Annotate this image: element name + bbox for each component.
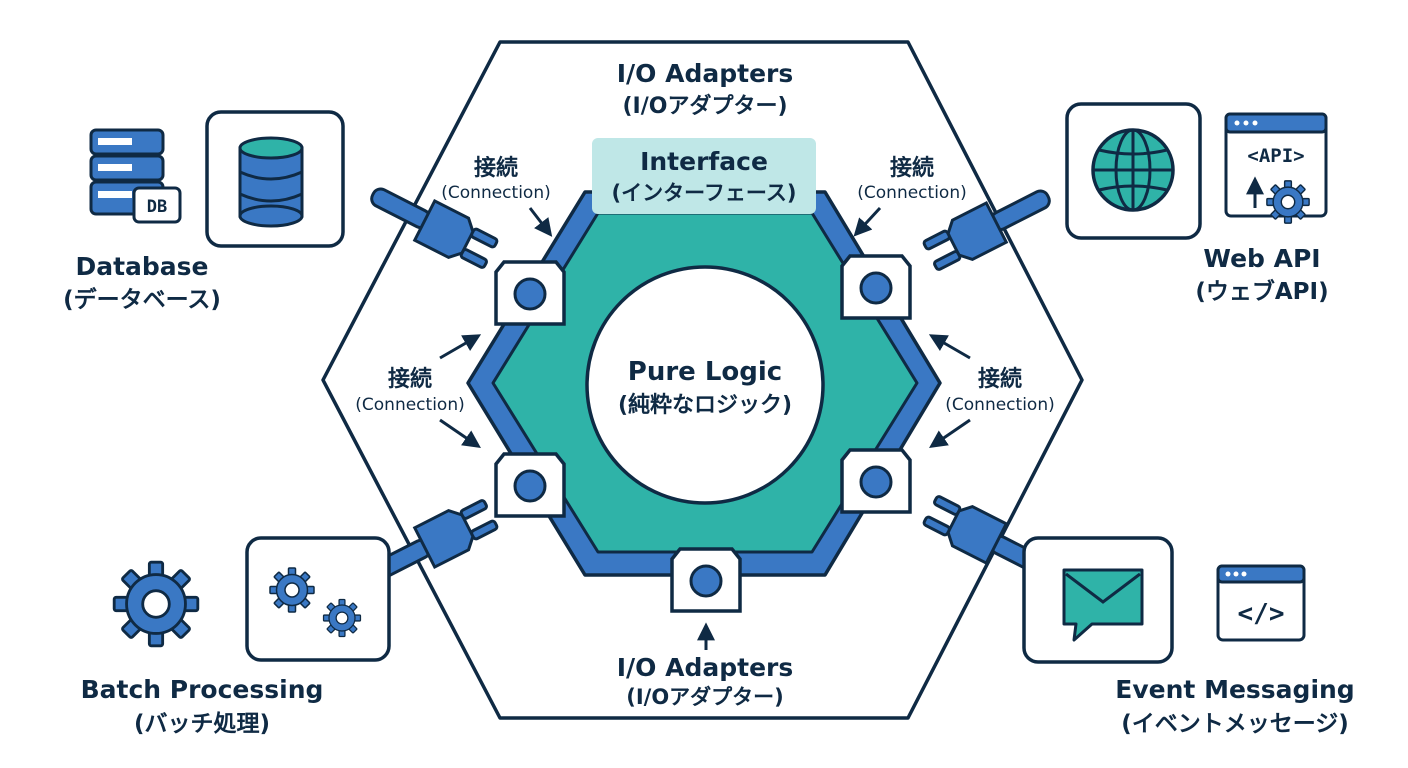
db-icon-label: DB [147,197,167,217]
api-icon-label: <API> [1247,145,1304,167]
batch-small-gear-icon [269,567,315,613]
connection-upper-right-en: (Connection) [857,183,966,203]
connection-mid-left-en: (Connection) [355,395,464,415]
batch-gear-icon [112,560,200,648]
connection-mid-right: 接続 (Connection) [928,334,1055,449]
connection-upper-left-en: (Connection) [441,183,550,203]
globe-icon [1091,128,1175,212]
database-title-ja: (データベース) [63,286,221,313]
core-circle [585,265,825,505]
bottom-io-adapters-title: I/O Adapters [617,653,794,682]
event-title: Event Messaging [1115,675,1354,704]
interface-title-ja: (インターフェース) [612,181,797,205]
socket-lower-right [840,448,912,514]
event-title-ja: (イベントメッセージ) [1121,711,1349,737]
connection-upper-right-ja: 接続 [890,155,934,181]
database-cylinder-icon [238,136,304,228]
top-io-adapters-title: I/O Adapters [617,59,794,88]
connection-upper-left: 接続 (Connection) [441,155,553,237]
core-title: Pure Logic [628,357,782,387]
socket-bottom [670,547,742,613]
connection-mid-right-en: (Connection) [945,395,1054,415]
connection-mid-left-ja: 接続 [388,366,432,392]
code-icon-label: </> [1238,599,1285,629]
server-stack-icon: DB [89,128,182,224]
batch-small-gear-icon-2 [322,598,362,638]
core-title-ja: (純粋なロジック) [618,392,792,418]
socket-upper-left [494,260,566,326]
api-window-icon: <API> [1224,112,1328,224]
web-api-title: Web API [1203,244,1320,273]
message-envelope-icon [1062,568,1144,642]
code-window-icon: </> [1216,564,1306,642]
bottom-io-adapters-title-ja: (I/Oアダプター) [626,685,784,709]
interface-title: Interface [640,147,768,176]
connection-mid-left: 接続 (Connection) [355,334,482,449]
interface-label-box [592,138,816,214]
socket-lower-left [494,452,566,518]
web-api-title-ja: (ウェブAPI) [1195,278,1328,305]
top-io-adapters-title-ja: (I/Oアダプター) [622,93,787,119]
connection-upper-right: 接続 (Connection) [853,155,967,237]
batch-adapter-box [245,536,391,662]
connection-upper-left-ja: 接続 [474,155,518,181]
connection-mid-right-ja: 接続 [978,366,1022,392]
batch-title-ja: (バッチ処理) [134,710,270,737]
socket-upper-right [840,254,912,320]
database-title: Database [75,252,208,281]
batch-title: Batch Processing [81,675,324,704]
